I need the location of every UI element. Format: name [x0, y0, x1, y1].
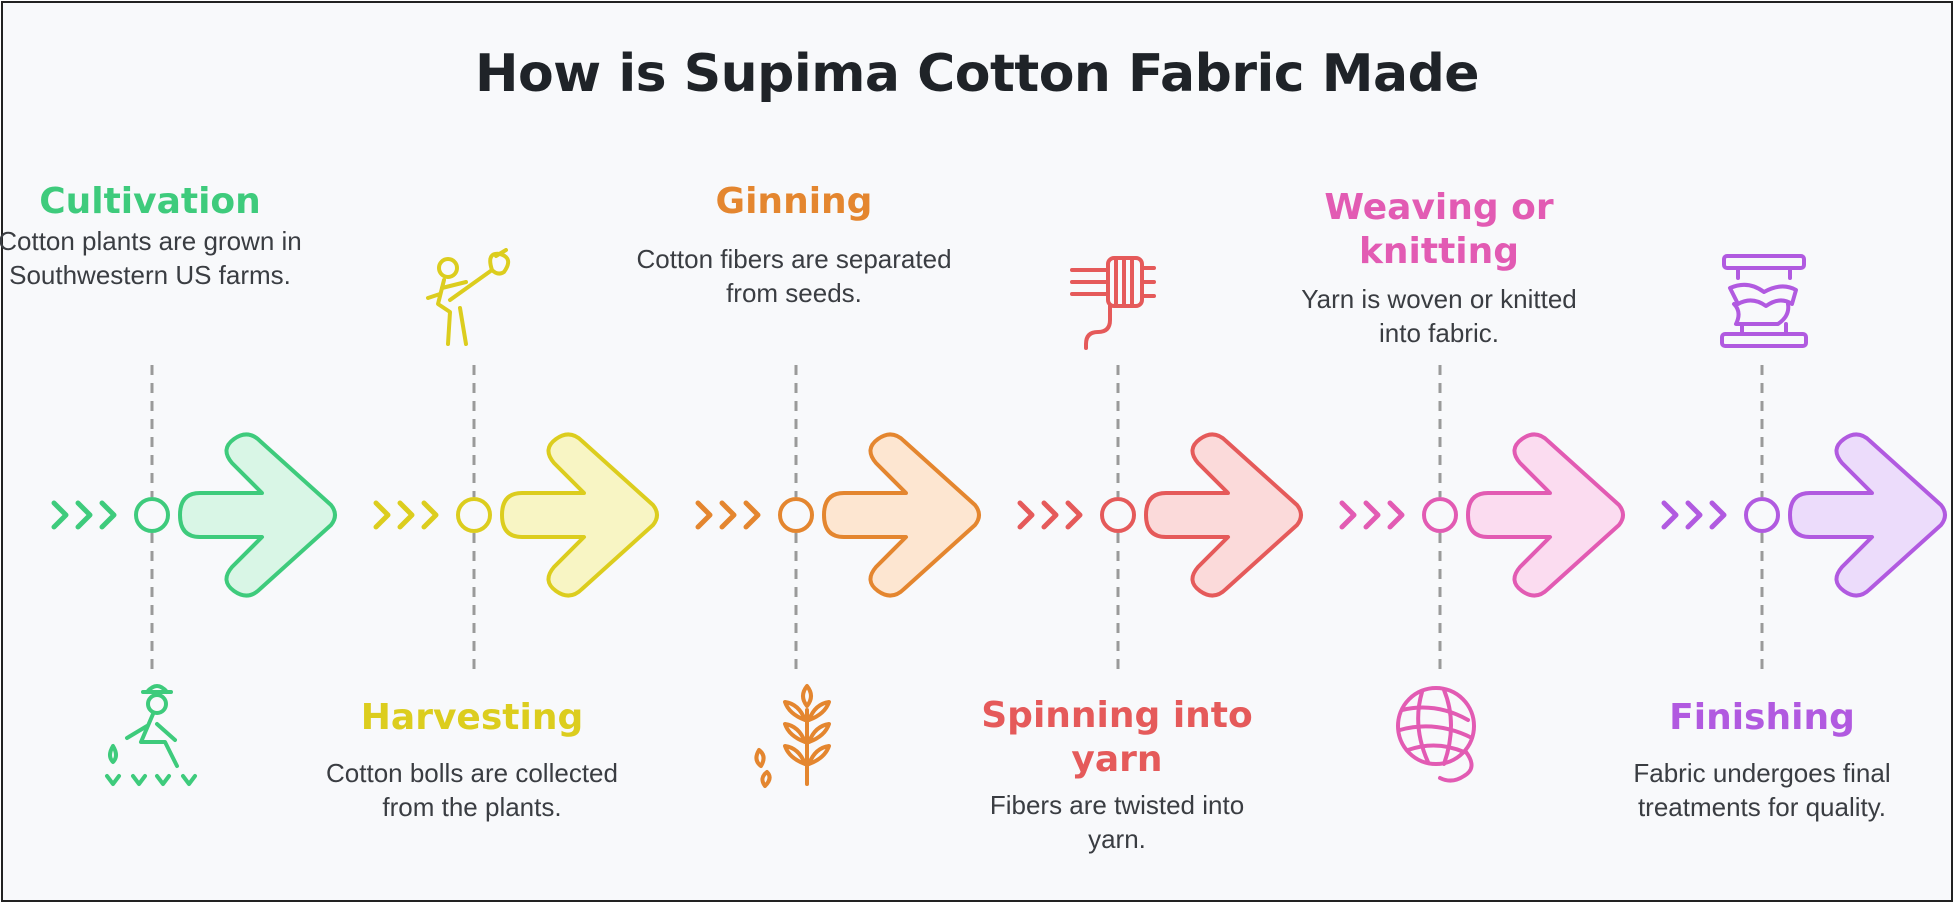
timeline-node-spinning-into-yarn [1100, 497, 1136, 533]
chevron-cultivation-3 [99, 500, 117, 530]
flow-arrow-weaving-or-knitting [1466, 432, 1625, 598]
fabric-press-icon [1720, 254, 1808, 348]
chevron-cultivation-1 [51, 500, 69, 530]
chevron-finishing-1 [1661, 500, 1679, 530]
step-description-spinning-into-yarn: Fibers are twisted into yarn. [989, 790, 1245, 854]
chevron-ginning-3 [743, 500, 761, 530]
chevron-harvesting-2 [397, 500, 415, 530]
flow-arrow-finishing [1788, 432, 1947, 598]
step-label-spinning-into-yarn: Spinning into yarn [981, 695, 1253, 780]
flow-arrow-harvesting [500, 432, 659, 598]
chevron-weaving-or-knitting-2 [1363, 500, 1381, 530]
farmer-planting-icon [105, 684, 197, 786]
step-label-harvesting: Harvesting [360, 697, 584, 738]
step-description-ginning: Cotton fibers are separated from seeds. [636, 244, 952, 308]
chevron-finishing-2 [1685, 500, 1703, 530]
chevron-spinning-into-yarn-1 [1017, 500, 1035, 530]
chevron-harvesting-1 [373, 500, 391, 530]
yarn-spool-icon [1070, 256, 1156, 350]
chevron-spinning-into-yarn-3 [1065, 500, 1083, 530]
timeline-node-cultivation [134, 497, 170, 533]
flow-arrow-cultivation [178, 432, 337, 598]
step-label-ginning: Ginning [715, 181, 873, 222]
flow-arrow-ginning [822, 432, 981, 598]
step-label-weaving-or-knitting: Weaving or knitting [1324, 187, 1554, 272]
timeline-node-finishing [1744, 497, 1780, 533]
chevron-ginning-1 [695, 500, 713, 530]
step-description-weaving-or-knitting: Yarn is woven or knitted into fabric. [1301, 284, 1577, 348]
chevron-weaving-or-knitting-3 [1387, 500, 1405, 530]
chevron-finishing-3 [1709, 500, 1727, 530]
chevron-ginning-2 [719, 500, 737, 530]
step-description-cultivation: Cotton plants are grown in Southwestern … [0, 226, 302, 290]
timeline-node-weaving-or-knitting [1422, 497, 1458, 533]
flow-arrow-spinning-into-yarn [1144, 432, 1303, 598]
timeline-node-ginning [778, 497, 814, 533]
diagram-title: How is Supima Cotton Fabric Made [474, 44, 1480, 104]
step-label-finishing: Finishing [1669, 697, 1855, 738]
timeline-node-harvesting [456, 497, 492, 533]
grain-stalk-icon [754, 684, 831, 788]
chevron-cultivation-2 [75, 500, 93, 530]
step-label-cultivation: Cultivation [39, 181, 261, 222]
step-description-harvesting: Cotton bolls are collected from the plan… [326, 758, 618, 822]
step-description-finishing: Fabric undergoes final treatments for qu… [1633, 758, 1891, 822]
person-carrying-bundle-icon [426, 248, 511, 346]
chevron-weaving-or-knitting-1 [1339, 500, 1357, 530]
chevron-harvesting-3 [421, 500, 439, 530]
yarn-ball-icon [1396, 686, 1476, 783]
chevron-spinning-into-yarn-2 [1041, 500, 1059, 530]
